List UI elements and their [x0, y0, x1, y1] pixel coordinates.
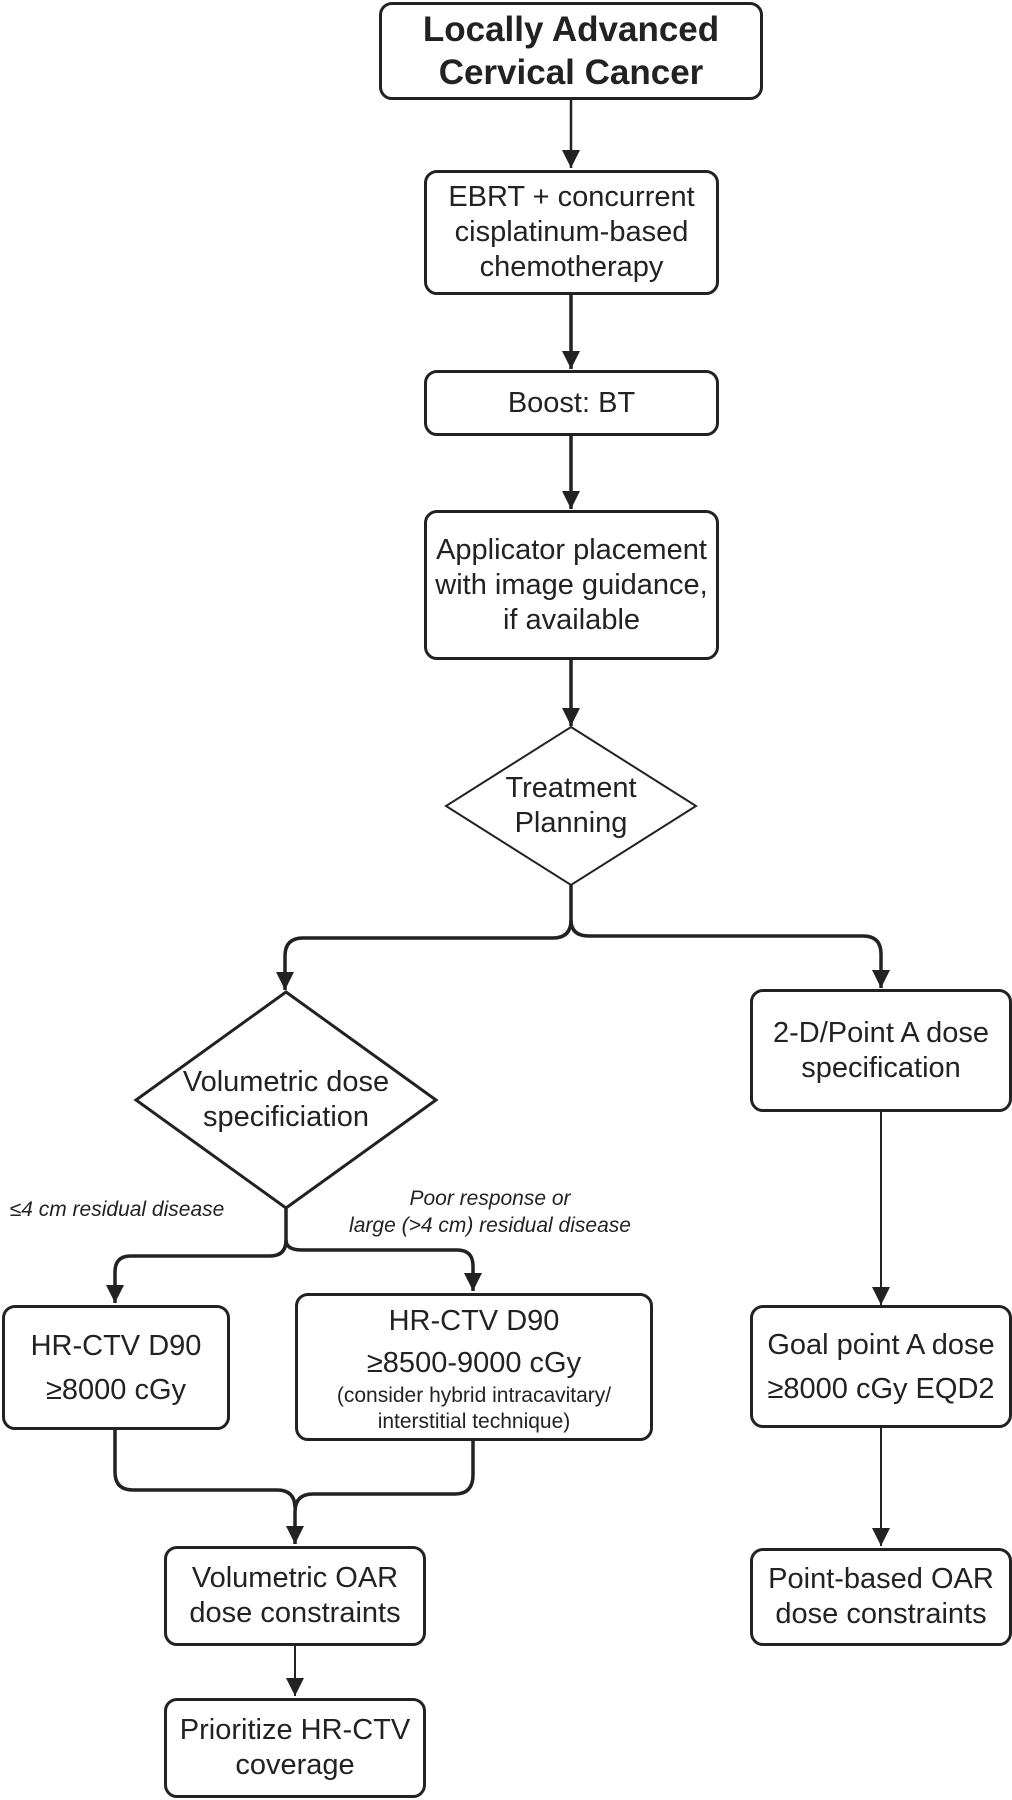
volumetric-line-2: specificiation — [202, 1101, 370, 1133]
boost-bt-box: Boost: BT — [424, 370, 719, 436]
branch-label-large-residual: Poor response or large (>4 cm) residual … — [335, 1185, 645, 1239]
boost-bt-label: Boost: BT — [507, 386, 636, 419]
hrctv-8500-line-1: HR-CTV D90 — [388, 1305, 560, 1337]
ebrt-box: EBRT + concurrent cisplatinum-based chem… — [424, 170, 719, 295]
volumetric-line-1: Volumetric dose — [182, 1066, 390, 1098]
prioritize-hrctv-box: Prioritize HR-CTV coverage — [164, 1698, 426, 1798]
volumetric-oar-line-2: dose constraints — [189, 1597, 401, 1629]
volumetric-diamond — [133, 990, 439, 1210]
branch-label-small-residual: ≤4 cm residual disease — [2, 1196, 232, 1223]
arrow-planning-to-volumetric — [276, 884, 573, 990]
large-residual-line-2: large (>4 cm) residual disease — [349, 1214, 631, 1237]
point-a-line-2: specification — [801, 1051, 961, 1084]
goal-point-a-line-2: ≥8000 cGy EQD2 — [767, 1372, 995, 1405]
hrctv-8500-note-1: (consider hybrid intracavitary/ — [336, 1384, 612, 1407]
applicator-line-2: with image guidance, — [435, 568, 708, 601]
point-oar-box: Point-based OAR dose constraints — [750, 1548, 1012, 1646]
point-a-line-1: 2-D/Point A dose — [772, 1016, 990, 1049]
applicator-box: Applicator placement with image guidance… — [424, 510, 719, 660]
arrow-volumetric-to-hrctv-8000 — [106, 1208, 288, 1303]
goal-point-a-line-1: Goal point A dose — [767, 1328, 995, 1361]
ebrt-line-3: chemotherapy — [479, 251, 664, 283]
arrow-planning-to-point-a — [569, 919, 890, 988]
goal-point-a-box: Goal point A dose ≥8000 cGy EQD2 — [750, 1305, 1012, 1428]
locally-advanced-line-1: Locally Advanced — [422, 10, 720, 49]
ebrt-line-1: EBRT + concurrent — [448, 181, 695, 213]
applicator-line-3: if available — [502, 603, 641, 636]
locally-advanced-box: Locally Advanced Cervical Cancer — [379, 2, 763, 100]
treatment-planning-line-1: Treatment — [505, 772, 637, 804]
large-residual-line-1: Poor response or — [409, 1187, 571, 1210]
prioritize-line-1: Prioritize HR-CTV — [179, 1714, 411, 1746]
hrctv-8500-box: HR-CTV D90 ≥8500-9000 cGy (consider hybr… — [295, 1293, 653, 1441]
point-oar-line-2: dose constraints — [775, 1598, 987, 1630]
locally-advanced-line-2: Cervical Cancer — [438, 53, 704, 92]
point-a-box: 2-D/Point A dose specification — [750, 989, 1012, 1112]
treatment-planning-diamond — [444, 725, 698, 887]
arrow-volumetric-to-hrctv-8500 — [284, 1239, 482, 1291]
point-oar-line-1: Point-based OAR — [768, 1563, 994, 1595]
hrctv-8000-line-1: HR-CTV D90 — [30, 1329, 202, 1362]
volumetric-dose-label: Volumetric dose specificiation — [136, 992, 436, 1208]
arrow-hrctv-8000-merge — [113, 1430, 297, 1509]
ebrt-line-2: cisplatinum-based — [454, 216, 689, 248]
treatment-planning-line-2: Planning — [514, 807, 628, 839]
hrctv-8500-note-2: interstitial technique) — [377, 1410, 571, 1433]
hrctv-8000-line-2: ≥8000 cGy — [45, 1373, 187, 1406]
prioritize-line-2: coverage — [235, 1749, 355, 1781]
treatment-planning-label: Treatment Planning — [446, 727, 696, 885]
applicator-line-1: Applicator placement — [436, 533, 707, 566]
arrow-hrctv-8500-merge-to-vol-oar — [286, 1441, 475, 1544]
hrctv-8500-line-2: ≥8500-9000 cGy — [366, 1347, 582, 1379]
volumetric-oar-box: Volumetric OAR dose constraints — [164, 1546, 426, 1646]
volumetric-oar-line-1: Volumetric OAR — [191, 1562, 399, 1594]
hrctv-8000-box: HR-CTV D90 ≥8000 cGy — [2, 1305, 230, 1430]
small-residual-text: ≤4 cm residual disease — [9, 1198, 225, 1221]
